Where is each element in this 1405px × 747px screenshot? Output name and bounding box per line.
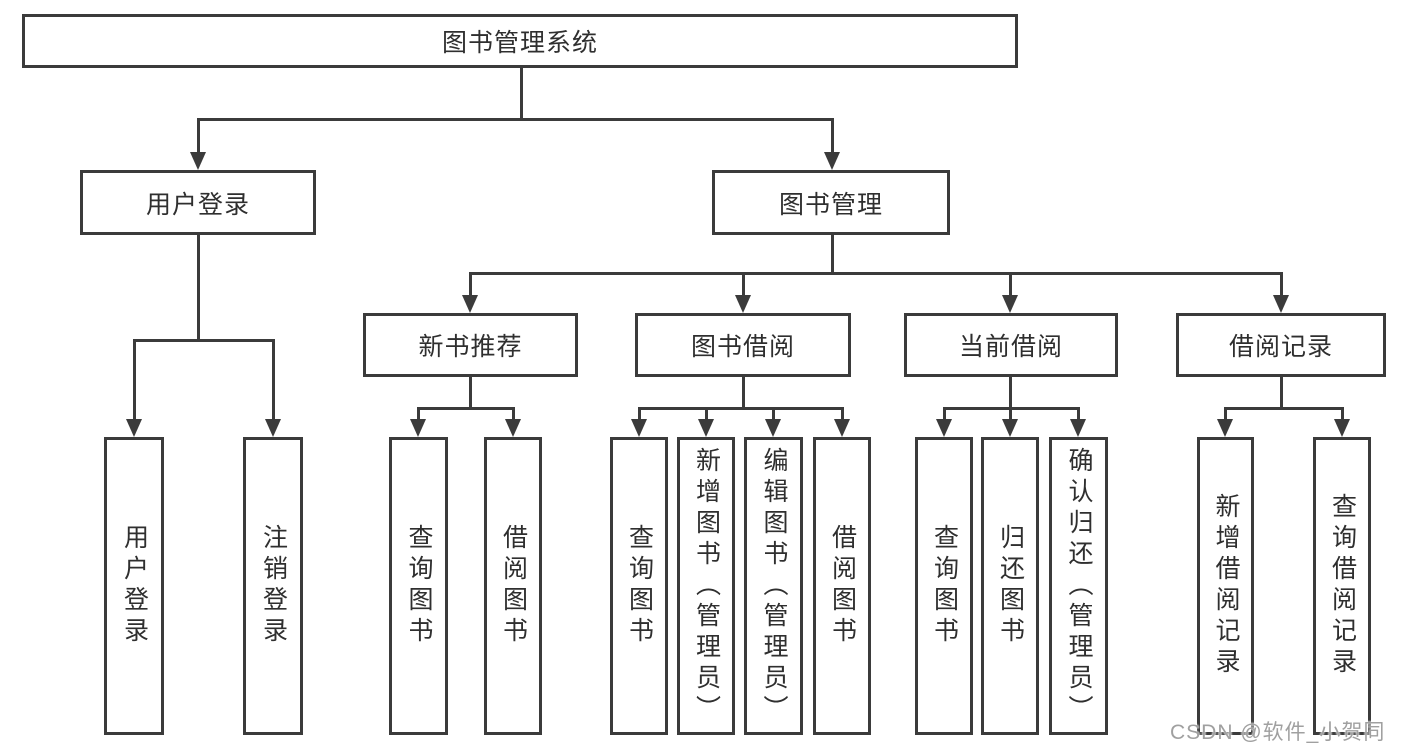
- leaf-br-query-record: 查询借阅记录: [1313, 437, 1371, 735]
- arrowhead-down-icon: [1070, 419, 1086, 437]
- connector-line: [197, 118, 200, 156]
- arrowhead-down-icon: [190, 152, 206, 170]
- connector-line: [417, 407, 420, 423]
- connector-line: [512, 407, 515, 423]
- connector-line: [197, 235, 200, 341]
- connector-line: [1009, 407, 1012, 423]
- arrowhead-down-icon: [936, 419, 952, 437]
- leaf-nb-borrow-books: 借阅图书: [484, 437, 542, 735]
- leaf-bb-add-books-admin: 新增图书（管理员）: [677, 437, 735, 735]
- arrowhead-down-icon: [126, 419, 142, 437]
- node-label: 确认归还（管理员）: [1065, 446, 1093, 726]
- connector-line: [742, 377, 745, 410]
- connector-line: [841, 407, 844, 423]
- connector-line: [705, 407, 708, 423]
- arrowhead-down-icon: [1002, 295, 1018, 313]
- arrowhead-down-icon: [410, 419, 426, 437]
- arrowhead-down-icon: [1002, 419, 1018, 437]
- leaf-cb-return-books: 归还图书: [981, 437, 1039, 735]
- connector-line: [742, 272, 745, 300]
- arrowhead-down-icon: [698, 419, 714, 437]
- connector-line: [197, 118, 834, 121]
- connector-line: [520, 68, 523, 120]
- leaf-bb-borrow-books: 借阅图书: [813, 437, 871, 735]
- node-label: 借阅图书: [499, 524, 528, 648]
- connector-line: [772, 407, 775, 423]
- node-label: 用户登录: [145, 190, 250, 219]
- node-label: 借阅记录: [1228, 333, 1333, 361]
- leaf-user-login: 用户登录: [104, 437, 164, 735]
- arrowhead-down-icon: [1334, 419, 1350, 437]
- connector-line: [470, 272, 1283, 275]
- connector-line: [1009, 272, 1012, 300]
- node-current-borrow: 当前借阅: [904, 313, 1118, 377]
- node-label: 新书推荐: [418, 333, 523, 361]
- node-label: 图书管理系统: [441, 29, 598, 57]
- leaf-bb-query-books: 查询图书: [610, 437, 668, 735]
- arrowhead-down-icon: [1217, 419, 1233, 437]
- connector-line: [1077, 407, 1080, 423]
- csdn-watermark: CSDN @软件_小贺同学: [1170, 721, 1386, 744]
- node-label: 图书管理: [778, 190, 883, 219]
- leaf-cb-confirm-return-admin: 确认归还（管理员）: [1049, 437, 1108, 735]
- leaf-logout-login: 注销登录: [243, 437, 303, 735]
- connector-line: [943, 407, 946, 423]
- connector-line: [831, 118, 834, 156]
- node-label: 图书借阅: [690, 333, 795, 361]
- arrowhead-down-icon: [824, 152, 840, 170]
- node-new-book-recommend: 新书推荐: [363, 313, 578, 377]
- node-label: 注销登录: [259, 524, 288, 648]
- node-label: 用户登录: [120, 524, 149, 648]
- connector-line: [1280, 377, 1283, 410]
- connector-line: [831, 235, 834, 274]
- connector-line: [272, 339, 275, 423]
- connector-line: [638, 407, 641, 423]
- arrowhead-down-icon: [834, 419, 850, 437]
- connector-line: [1341, 407, 1344, 423]
- node-borrow-records: 借阅记录: [1176, 313, 1386, 377]
- connector-line: [1009, 377, 1012, 410]
- node-label: 查询图书: [625, 524, 654, 648]
- arrowhead-down-icon: [735, 295, 751, 313]
- leaf-br-add-record: 新增借阅记录: [1197, 437, 1254, 735]
- node-label: 查询图书: [405, 524, 433, 648]
- connector-line: [469, 272, 472, 300]
- node-label: 新增借阅记录: [1212, 493, 1240, 679]
- arrowhead-down-icon: [265, 419, 281, 437]
- connector-line: [133, 339, 136, 423]
- node-label: 查询图书: [930, 524, 959, 648]
- arrowhead-down-icon: [462, 295, 478, 313]
- node-label: 当前借阅: [958, 333, 1063, 361]
- node-label: 新增图书（管理员）: [692, 446, 721, 726]
- node-book-borrow: 图书借阅: [635, 313, 851, 377]
- arrowhead-down-icon: [1273, 295, 1289, 313]
- connector-line: [1280, 272, 1283, 300]
- leaf-bb-edit-books-admin: 编辑图书（管理员）: [744, 437, 803, 735]
- connector-line: [1224, 407, 1227, 423]
- node-user-login-branch: 用户登录: [80, 170, 316, 235]
- connector-line: [1224, 407, 1343, 410]
- leaf-nb-query-books: 查询图书: [389, 437, 448, 735]
- node-root-library-system: 图书管理系统: [22, 14, 1018, 68]
- node-label: 查询借阅记录: [1328, 493, 1357, 679]
- arrowhead-down-icon: [631, 419, 647, 437]
- node-book-management-branch: 图书管理: [712, 170, 950, 235]
- connector-line: [417, 407, 515, 410]
- connector-line: [638, 407, 843, 410]
- node-label: 借阅图书: [828, 524, 857, 648]
- node-label: 编辑图书（管理员）: [760, 446, 788, 726]
- connector-line: [469, 377, 472, 410]
- leaf-cb-query-books: 查询图书: [915, 437, 973, 735]
- arrowhead-down-icon: [505, 419, 521, 437]
- arrowhead-down-icon: [765, 419, 781, 437]
- connector-line: [133, 339, 275, 342]
- node-label: 归还图书: [996, 524, 1025, 648]
